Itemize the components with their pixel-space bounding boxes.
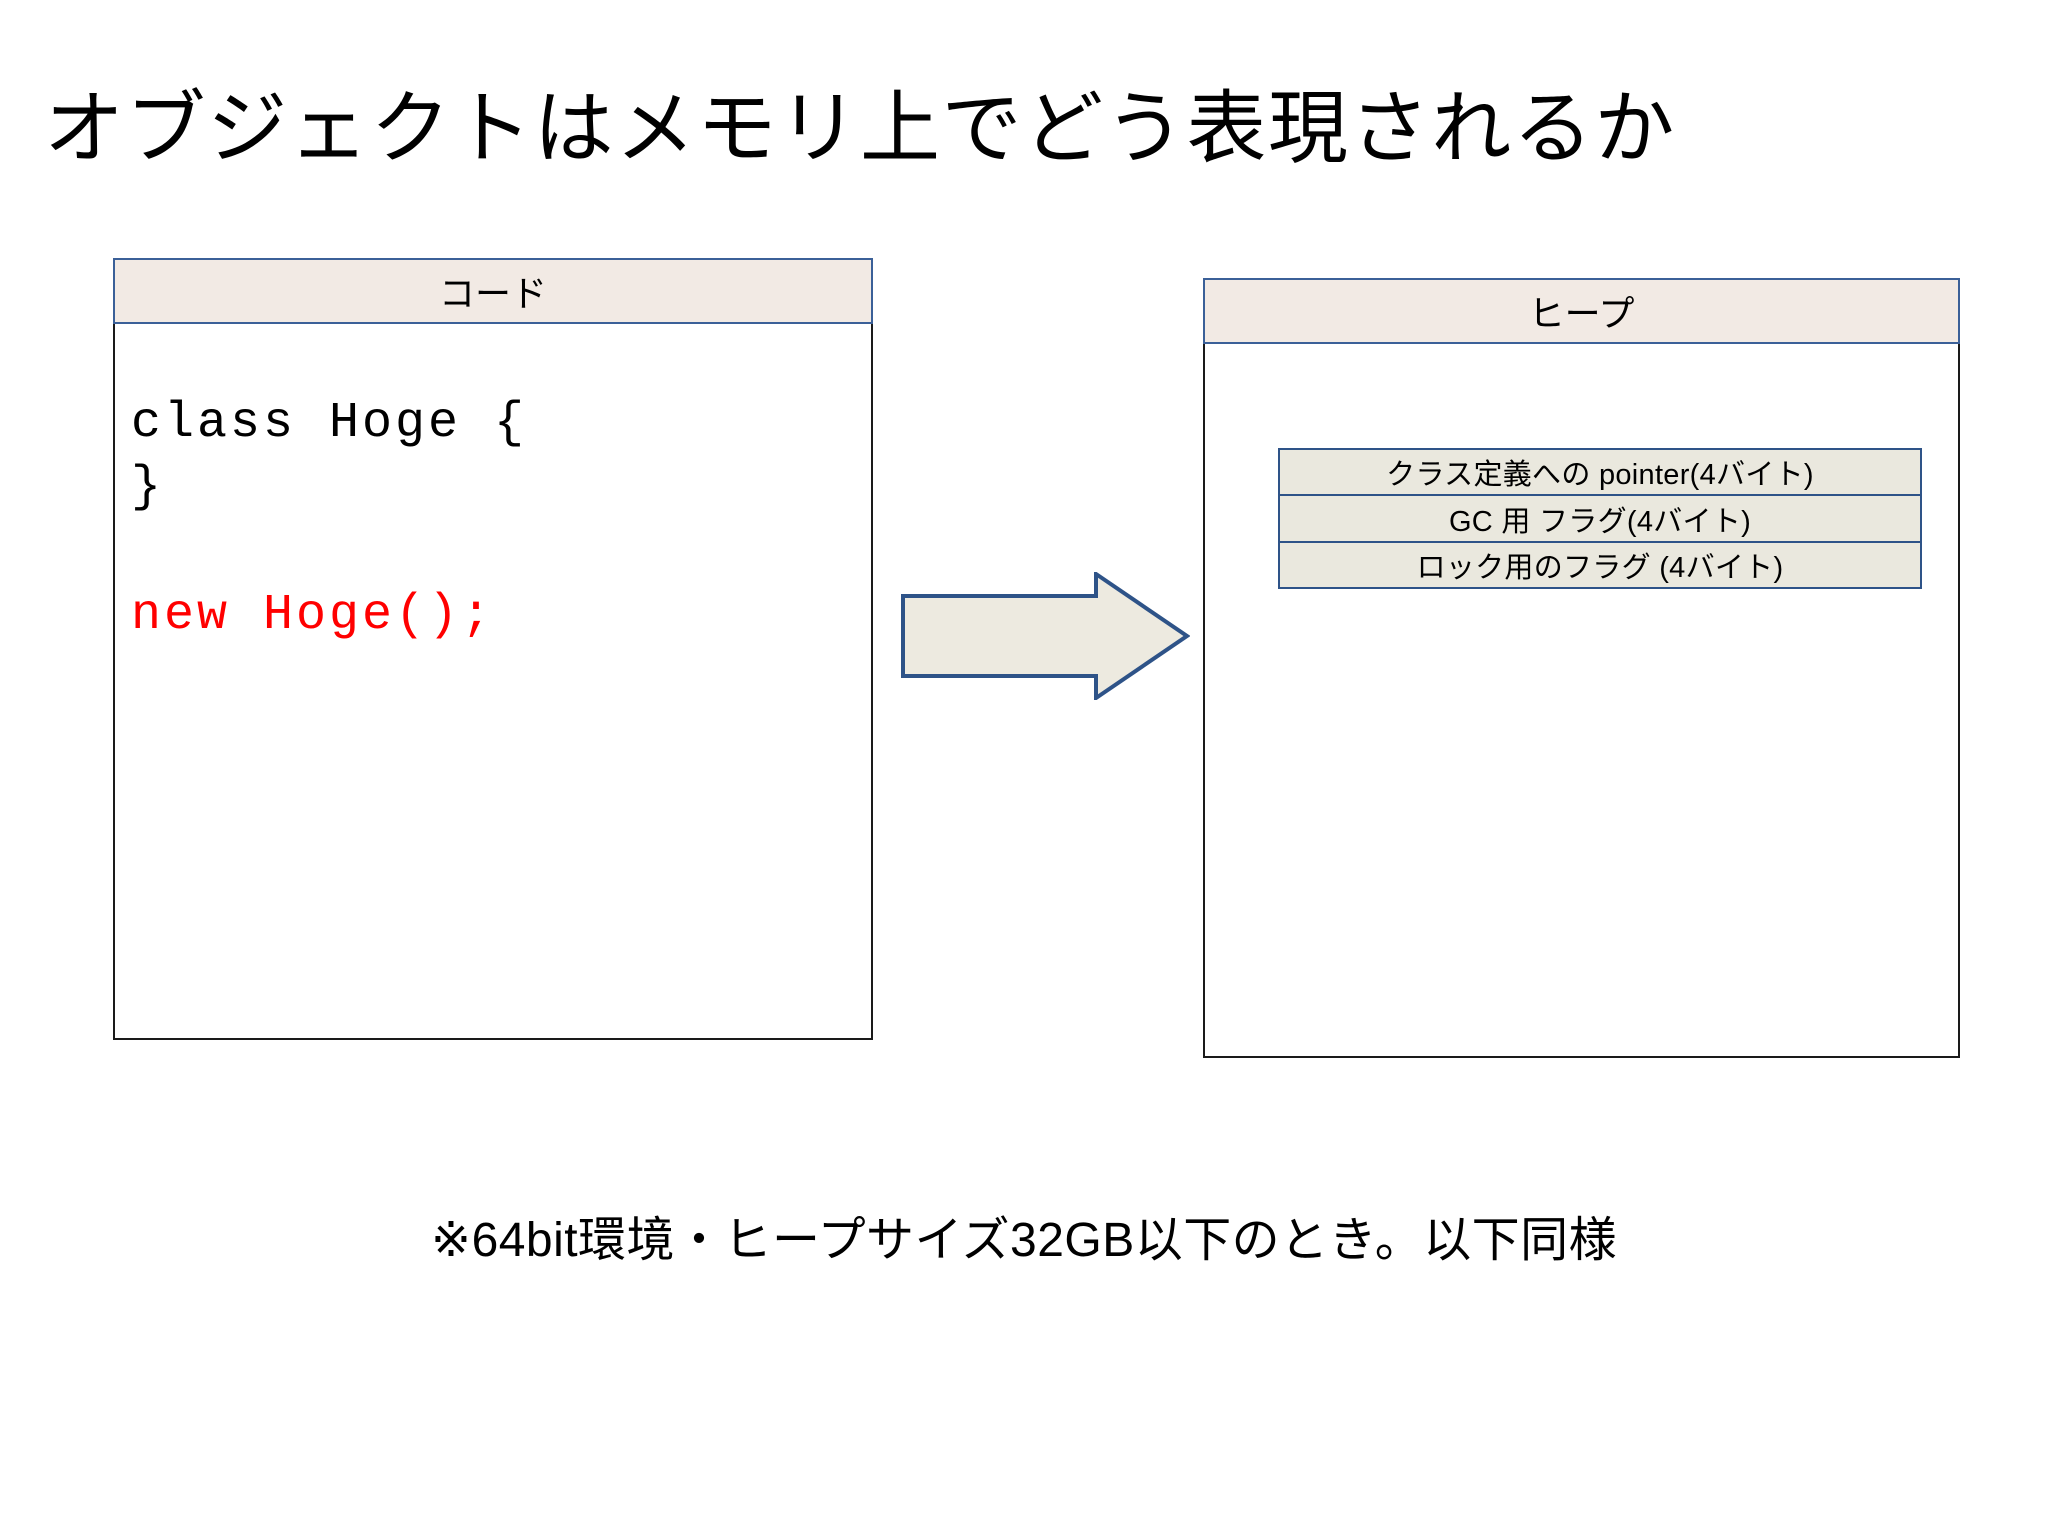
table-row: GC 用 フラグ(4バイト): [1278, 495, 1922, 542]
object-layout-table: クラス定義への pointer(4バイト) GC 用 フラグ(4バイト) ロック…: [1278, 448, 1922, 589]
code-line-class-decl: class Hoge {: [131, 395, 528, 452]
right-block-arrow-icon: [901, 572, 1190, 700]
code-panel: コード class Hoge { } new Hoge();: [113, 258, 873, 1040]
code-panel-header: コード: [113, 258, 873, 324]
code-panel-body: class Hoge { } new Hoge();: [115, 324, 871, 1038]
code-snippet: class Hoge { } new Hoge();: [131, 392, 527, 648]
heap-panel-header: ヒープ: [1203, 278, 1960, 344]
footnote-text: ※64bit環境・ヒープサイズ32GB以下のとき。以下同様: [430, 1214, 1618, 1267]
page-title: オブジェクトはメモリ上でどう表現されるか: [44, 83, 1676, 173]
code-line-close-brace: }: [131, 459, 165, 516]
table-row: ロック用のフラグ (4バイト): [1278, 542, 1922, 589]
heap-panel-body: クラス定義への pointer(4バイト) GC 用 フラグ(4バイト) ロック…: [1205, 344, 1958, 1056]
heap-panel: ヒープ クラス定義への pointer(4バイト) GC 用 フラグ(4バイト)…: [1203, 278, 1960, 1058]
code-line-new-hoge: new Hoge();: [131, 587, 495, 644]
table-row: クラス定義への pointer(4バイト): [1278, 448, 1922, 495]
